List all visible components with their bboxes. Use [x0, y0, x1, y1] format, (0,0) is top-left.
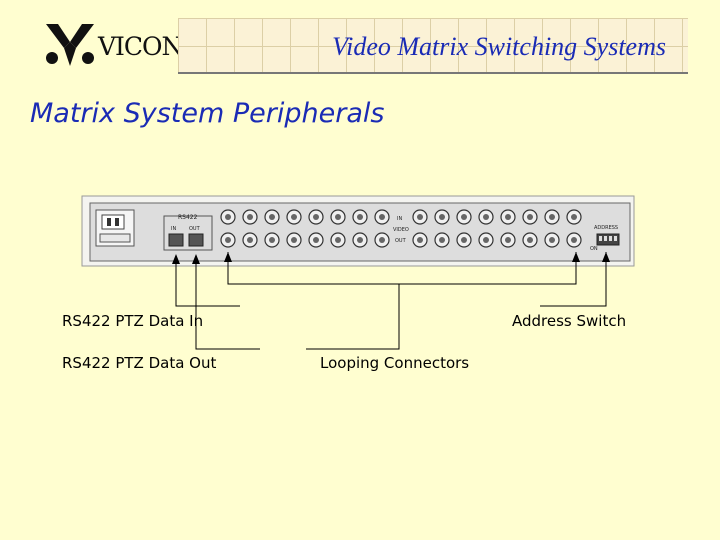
- bnc-connector-pin: [417, 214, 423, 220]
- bnc-connector-pin: [571, 237, 577, 243]
- rs422-out-arrow-icon: [192, 254, 200, 264]
- address-leader: [540, 252, 607, 307]
- rs422-out-label: OUT: [189, 226, 201, 232]
- bnc-connector-pin: [335, 214, 341, 220]
- bnc-connector-pin: [461, 214, 467, 220]
- bnc-connector-pin: [247, 214, 253, 220]
- bnc-connector-pin: [379, 214, 385, 220]
- banner-title: Video Matrix Switching Systems: [332, 32, 666, 61]
- rs422-group: RS422 IN OUT: [163, 214, 213, 251]
- looping-bracket: [227, 252, 577, 285]
- bnc-connector-pin: [313, 237, 319, 243]
- bnc-connector-pin: [269, 237, 275, 243]
- rs422-out-callout: RS422 PTZ Data Out: [62, 354, 217, 372]
- bnc-connectors: [220, 209, 582, 248]
- video-label: VIDEO: [393, 227, 409, 233]
- rs422-out-leader: [195, 262, 260, 350]
- bnc-connector-pin: [225, 237, 231, 243]
- rs422-in-jack-icon: [168, 233, 184, 247]
- vicon-logo-mark-icon: [46, 24, 94, 66]
- address-dip-switch-icon: ADDRESS ON: [590, 225, 620, 252]
- address-arrow-icon: [602, 252, 610, 262]
- bnc-connector-pin: [549, 237, 555, 243]
- bnc-connector-pin: [313, 214, 319, 220]
- power-inlet-icon: [95, 209, 135, 247]
- bnc-connector-pin: [357, 214, 363, 220]
- bnc-connector-pin: [291, 214, 297, 220]
- bnc-connector-pin: [527, 237, 533, 243]
- header-banner: Video Matrix Switching Systems: [178, 18, 688, 74]
- address-switch-callout: Address Switch: [512, 312, 627, 330]
- bnc-connector-pin: [225, 214, 231, 220]
- on-label: ON: [590, 246, 598, 252]
- looping-right-arrow-icon: [572, 252, 580, 262]
- bnc-connector-pin: [483, 237, 489, 243]
- bnc-connector-pin: [527, 214, 533, 220]
- bnc-connector-pin: [571, 214, 577, 220]
- bnc-connector-pin: [291, 237, 297, 243]
- bnc-connector-pin: [269, 214, 275, 220]
- looping-connectors-callout: Looping Connectors: [320, 354, 470, 372]
- rs422-in-leader: [175, 262, 240, 307]
- page-title: Matrix System Peripherals: [30, 98, 385, 129]
- rs422-in-arrow-icon: [172, 254, 180, 264]
- rs422-label: RS422: [178, 214, 198, 221]
- bnc-connector-pin: [483, 214, 489, 220]
- looping-leader: [306, 284, 400, 350]
- bnc-connector-pin: [505, 214, 511, 220]
- bnc-connector-pin: [439, 214, 445, 220]
- bnc-connector-pin: [439, 237, 445, 243]
- bnc-connector-pin: [335, 237, 341, 243]
- bnc-connector-pin: [247, 237, 253, 243]
- bnc-connector-pin: [379, 237, 385, 243]
- rs422-out-jack-icon: [188, 233, 204, 247]
- bnc-connector-pin: [549, 214, 555, 220]
- vicon-logo: VICON: [40, 18, 183, 70]
- bnc-connector-pin: [505, 237, 511, 243]
- bnc-connector-pin: [357, 237, 363, 243]
- logo-text: VICON: [98, 32, 183, 61]
- bnc-connector-pin: [461, 237, 467, 243]
- address-label: ADDRESS: [594, 225, 618, 231]
- looping-left-arrow-icon: [224, 252, 232, 262]
- bnc-connector-pin: [417, 237, 423, 243]
- video-in-label: IN: [397, 216, 402, 222]
- rs422-in-label: IN: [171, 226, 176, 232]
- video-out-label: OUT: [395, 238, 407, 244]
- rs422-in-callout: RS422 PTZ Data In: [62, 312, 204, 330]
